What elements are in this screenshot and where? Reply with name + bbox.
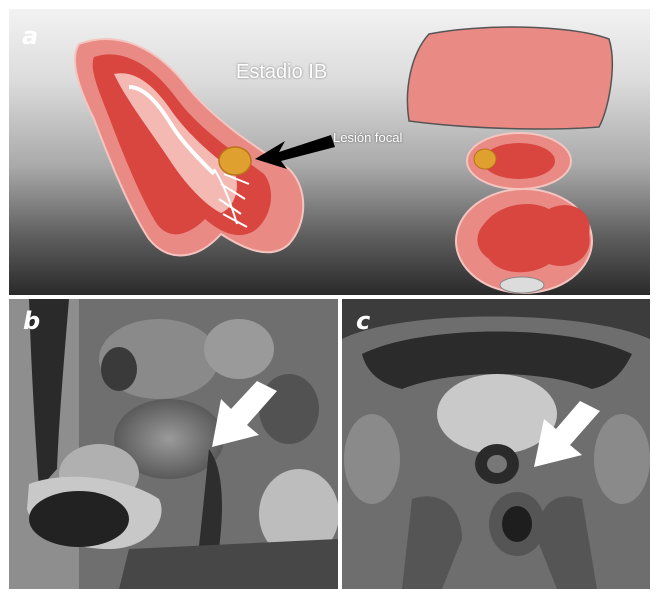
panel-label-a: a — [22, 24, 38, 48]
white-arrow-icon — [342, 299, 650, 589]
panel-label-b: b — [23, 309, 40, 333]
lesion-label: Lesión focal — [333, 130, 402, 145]
axial-sections-diagram — [407, 27, 612, 293]
stage-label: Estadio IB — [236, 61, 327, 84]
white-arrow-icon — [9, 299, 338, 589]
illustration-drawing — [9, 9, 650, 295]
focal-lesion — [219, 147, 251, 175]
panel-c-mri-axial: c — [342, 299, 650, 589]
panel-label-c: c — [356, 309, 370, 333]
panel-a-illustration: a Estadio IB Lesión focal — [9, 9, 650, 295]
panel-b-mri-sagittal: b — [9, 299, 338, 589]
